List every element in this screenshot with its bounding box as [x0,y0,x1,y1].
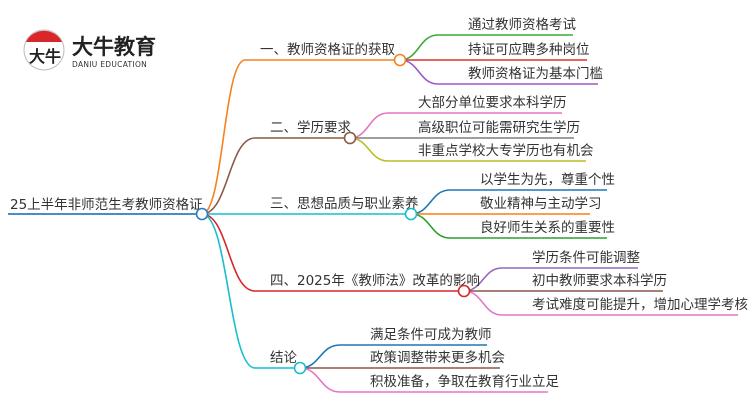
branch-connector [201,137,256,215]
leaf-connector [349,137,389,162]
logo-title: 大牛教育 [72,35,156,59]
leaf-connector [463,290,503,316]
leaf-node-label[interactable]: 通过教师资格考试 [468,17,576,33]
leaf-node-label[interactable]: 大部分单位要求本科学历 [418,95,567,111]
leaf-node-label[interactable]: 政策调整带来更多机会 [370,349,505,366]
leaf-connector [299,344,341,369]
leaf-connector [410,213,451,239]
leaf-connector [349,112,389,139]
branch-collapse-toggle[interactable] [343,131,357,145]
leaf-connector [399,59,439,85]
leaf-node-label[interactable]: 以学生为先，尊重个性 [480,172,615,188]
leaf-connector [399,34,439,61]
branch-collapse-toggle[interactable] [293,361,307,375]
logo-subtitle: DANIU EDUCATION [72,60,147,69]
branch-collapse-toggle[interactable] [393,53,407,67]
branch-node-label[interactable]: 一、教师资格证的获取 [260,42,395,58]
leaf-node-label[interactable]: 敬业精神与主动学习 [480,196,602,212]
leaf-connector [299,367,341,393]
logo-mark-text: 大牛 [29,47,61,66]
leaf-node-label[interactable]: 考试难度可能提升，增加心理学考核 [532,297,748,313]
leaf-node-label[interactable]: 满足条件可成为教师 [370,326,492,343]
leaf-node-label[interactable]: 学历条件可能调整 [532,249,640,266]
branch-connector [201,59,246,215]
logo: 大牛 大牛教育 DANIU EDUCATION [23,29,156,71]
leaf-node-label[interactable]: 良好师生关系的重要性 [480,220,615,236]
root-node-label[interactable]: 25上半年非师范生考教师资格证 [10,197,203,213]
leaf-node-label[interactable]: 持证可应聘多种岗位 [468,41,590,58]
leaf-node-label[interactable]: 非重点学校大专学历也有机会 [418,142,594,159]
branch-connector [201,213,256,292]
leaf-node-label[interactable]: 积极准备，争取在教育行业立足 [370,373,559,390]
branch-collapse-toggle[interactable] [457,284,471,298]
branch-node-label[interactable]: 三、思想品质与职业素养 [270,196,419,212]
logo-mark-red-cap [26,30,62,42]
branch-node-label[interactable]: 结论 [270,350,297,366]
leaf-node-label[interactable]: 初中教师要求本科学历 [532,272,667,289]
branch-node-label[interactable]: 二、学历要求 [270,120,351,136]
leaf-node-label[interactable]: 高级职位可能需研究生学历 [418,119,580,136]
branch-collapse-toggle[interactable] [404,207,418,221]
leaf-node-label[interactable]: 教师资格证为基本门槛 [468,65,603,82]
branch-connector [201,213,256,369]
root-collapse-toggle[interactable] [195,207,209,221]
branch-node-label[interactable]: 四、2025年《教师法》改革的影响 [270,273,480,289]
